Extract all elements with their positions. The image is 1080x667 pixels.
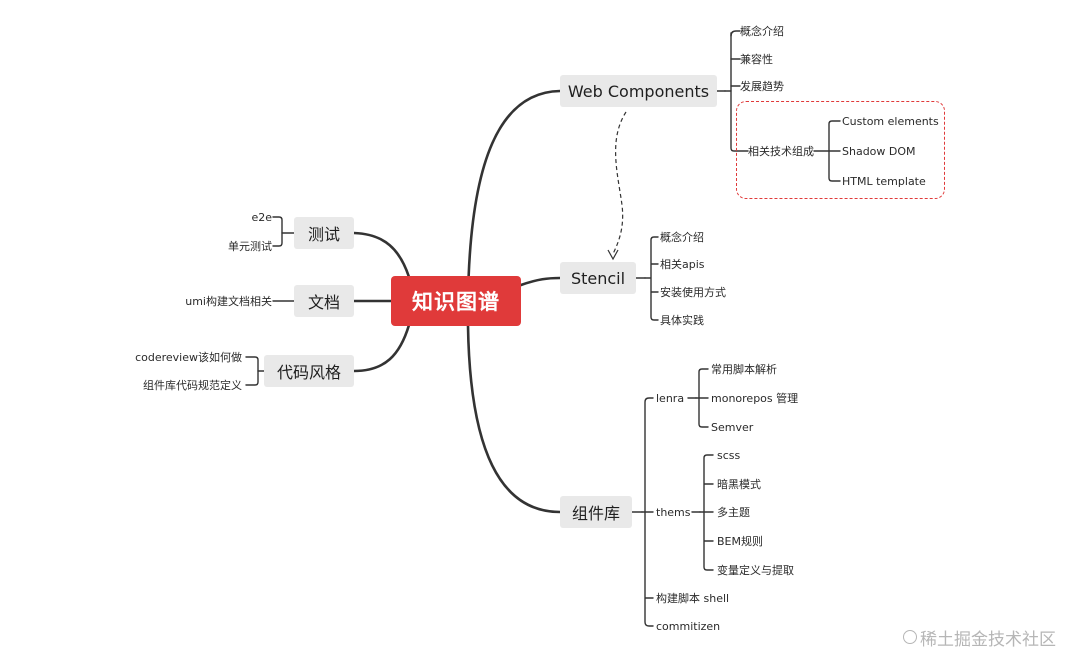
- leaf-stencil-concept[interactable]: 概念介绍: [660, 231, 704, 244]
- leaf-thems-scss[interactable]: scss: [717, 448, 741, 462]
- leaf-stencil-install[interactable]: 安装使用方式: [660, 286, 726, 299]
- topic-stencil[interactable]: Stencil: [560, 262, 636, 294]
- leaf-thems-vars[interactable]: 变量定义与提取: [717, 564, 794, 577]
- root-node[interactable]: 知识图谱: [391, 276, 521, 326]
- leaf-docs-umi[interactable]: umi构建文档相关: [185, 295, 272, 308]
- leaf-commitizen[interactable]: commitizen: [656, 619, 721, 633]
- leaf-stencil-apis[interactable]: 相关apis: [660, 258, 705, 271]
- topic-code-style[interactable]: 代码风格: [264, 355, 354, 387]
- leaf-shadow-dom[interactable]: Shadow DOM: [842, 144, 916, 158]
- highlight-dashed-box: [736, 101, 945, 199]
- leaf-wc-compat[interactable]: 兼容性: [740, 53, 773, 66]
- leaf-lenra-scripts[interactable]: 常用脚本解析: [711, 363, 777, 376]
- topic-label: Web Components: [567, 81, 710, 101]
- topic-label: Stencil: [570, 268, 626, 288]
- at-icon: [903, 630, 917, 644]
- leaf-custom-elements[interactable]: Custom elements: [842, 114, 939, 128]
- leaf-test-unit[interactable]: 单元测试: [228, 240, 272, 253]
- topic-label: 文档: [307, 293, 340, 312]
- leaf-lenra[interactable]: lenra: [656, 391, 685, 405]
- leaf-thems-bem[interactable]: BEM规则: [717, 535, 763, 548]
- topic-test[interactable]: 测试: [294, 217, 354, 249]
- leaf-style-spec[interactable]: 组件库代码规范定义: [143, 379, 242, 392]
- topic-label: 代码风格: [276, 363, 341, 382]
- topic-components[interactable]: 组件库: [560, 496, 632, 528]
- topic-web-components[interactable]: Web Components: [560, 75, 717, 107]
- topic-docs[interactable]: 文档: [294, 285, 354, 317]
- leaf-style-review[interactable]: codereview该如何做: [135, 351, 242, 364]
- topic-label: 测试: [307, 225, 340, 244]
- leaf-stencil-practice[interactable]: 具体实践: [660, 314, 704, 327]
- root-label: 知识图谱: [412, 290, 500, 314]
- leaf-lenra-semver[interactable]: Semver: [711, 420, 754, 434]
- leaf-wc-concept[interactable]: 概念介绍: [740, 25, 784, 38]
- leaf-thems-multi[interactable]: 多主题: [717, 506, 750, 519]
- leaf-shell[interactable]: 构建脚本 shell: [656, 592, 730, 605]
- leaf-lenra-monorepos[interactable]: monorepos 管理: [711, 392, 799, 405]
- leaf-wc-trend[interactable]: 发展趋势: [740, 80, 784, 93]
- topic-label: 组件库: [571, 504, 620, 523]
- leaf-wc-tech[interactable]: 相关技术组成: [748, 145, 814, 158]
- leaf-thems-dark[interactable]: 暗黑模式: [717, 478, 761, 491]
- leaf-html-template[interactable]: HTML template: [842, 174, 926, 188]
- leaf-thems[interactable]: thems: [656, 505, 691, 519]
- leaf-test-e2e[interactable]: e2e: [251, 210, 272, 224]
- watermark-text: 稀土掘金技术社区: [920, 630, 1056, 650]
